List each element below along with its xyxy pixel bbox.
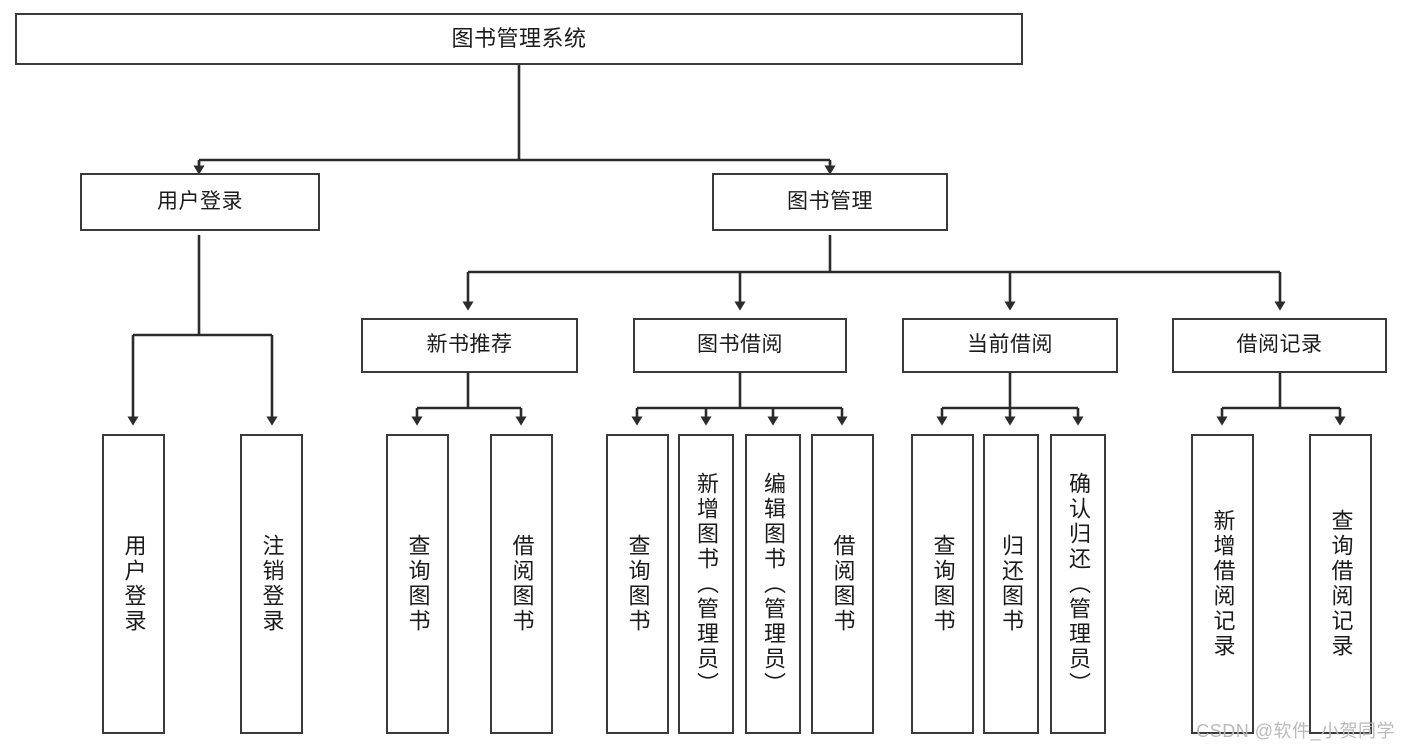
- node-leaf-add-borrow-record-label: 新增借阅记录: [1210, 509, 1236, 659]
- node-book-management-label: 图书管理: [787, 189, 873, 213]
- node-new-book-recommend[interactable]: 新书推荐: [361, 318, 578, 373]
- node-leaf-query-borrow-record-label: 查询借阅记录: [1328, 509, 1354, 659]
- node-leaf-user-login-label: 用户登录: [121, 534, 147, 634]
- node-book-borrow-label: 图书借阅: [697, 333, 783, 357]
- node-book-management[interactable]: 图书管理: [712, 173, 948, 231]
- node-leaf-logout-label: 注销登录: [259, 534, 285, 634]
- node-borrow-record[interactable]: 借阅记录: [1172, 318, 1387, 373]
- node-leaf-add-book-admin-label: 新增图书（管理员）: [693, 471, 719, 697]
- node-leaf-query-book-current[interactable]: 查询图书: [911, 434, 974, 734]
- node-leaf-add-borrow-record[interactable]: 新增借阅记录: [1191, 434, 1254, 734]
- node-book-borrow[interactable]: 图书借阅: [633, 318, 847, 373]
- node-leaf-logout[interactable]: 注销登录: [240, 434, 303, 734]
- node-leaf-query-book-borrow-label: 查询图书: [625, 534, 651, 634]
- node-current-borrow-label: 当前借阅: [967, 333, 1053, 357]
- node-user-login[interactable]: 用户登录: [80, 173, 320, 231]
- node-leaf-confirm-return-admin-label: 确认归还（管理员）: [1065, 471, 1091, 697]
- node-leaf-borrow-book[interactable]: 借阅图书: [811, 434, 874, 734]
- node-leaf-query-book-recommend-label: 查询图书: [405, 534, 431, 634]
- node-leaf-add-book-admin[interactable]: 新增图书（管理员）: [678, 434, 734, 734]
- node-new-book-recommend-label: 新书推荐: [426, 333, 513, 357]
- node-current-borrow[interactable]: 当前借阅: [902, 318, 1118, 373]
- node-leaf-query-borrow-record[interactable]: 查询借阅记录: [1309, 434, 1372, 734]
- node-leaf-return-book-label: 归还图书: [998, 534, 1024, 634]
- node-root-system[interactable]: 图书管理系统: [15, 13, 1023, 65]
- node-leaf-borrow-book-label: 借阅图书: [830, 534, 856, 634]
- node-leaf-edit-book-admin-label: 编辑图书（管理员）: [760, 471, 786, 697]
- node-leaf-query-book-recommend[interactable]: 查询图书: [386, 434, 449, 734]
- node-leaf-borrow-book-recommend[interactable]: 借阅图书: [490, 434, 553, 734]
- node-leaf-user-login[interactable]: 用户登录: [102, 434, 165, 734]
- node-borrow-record-label: 借阅记录: [1236, 333, 1323, 357]
- node-leaf-borrow-book-recommend-label: 借阅图书: [509, 534, 535, 634]
- node-leaf-query-book-borrow[interactable]: 查询图书: [606, 434, 669, 734]
- node-user-login-label: 用户登录: [157, 189, 243, 213]
- node-leaf-return-book[interactable]: 归还图书: [983, 434, 1039, 734]
- csdn-watermark: CSDN @软件_小贺同学: [1196, 721, 1395, 741]
- node-leaf-confirm-return-admin[interactable]: 确认归还（管理员）: [1050, 434, 1106, 734]
- node-leaf-edit-book-admin[interactable]: 编辑图书（管理员）: [745, 434, 801, 734]
- node-leaf-query-book-current-label: 查询图书: [930, 534, 956, 634]
- node-root-system-label: 图书管理系统: [451, 26, 587, 52]
